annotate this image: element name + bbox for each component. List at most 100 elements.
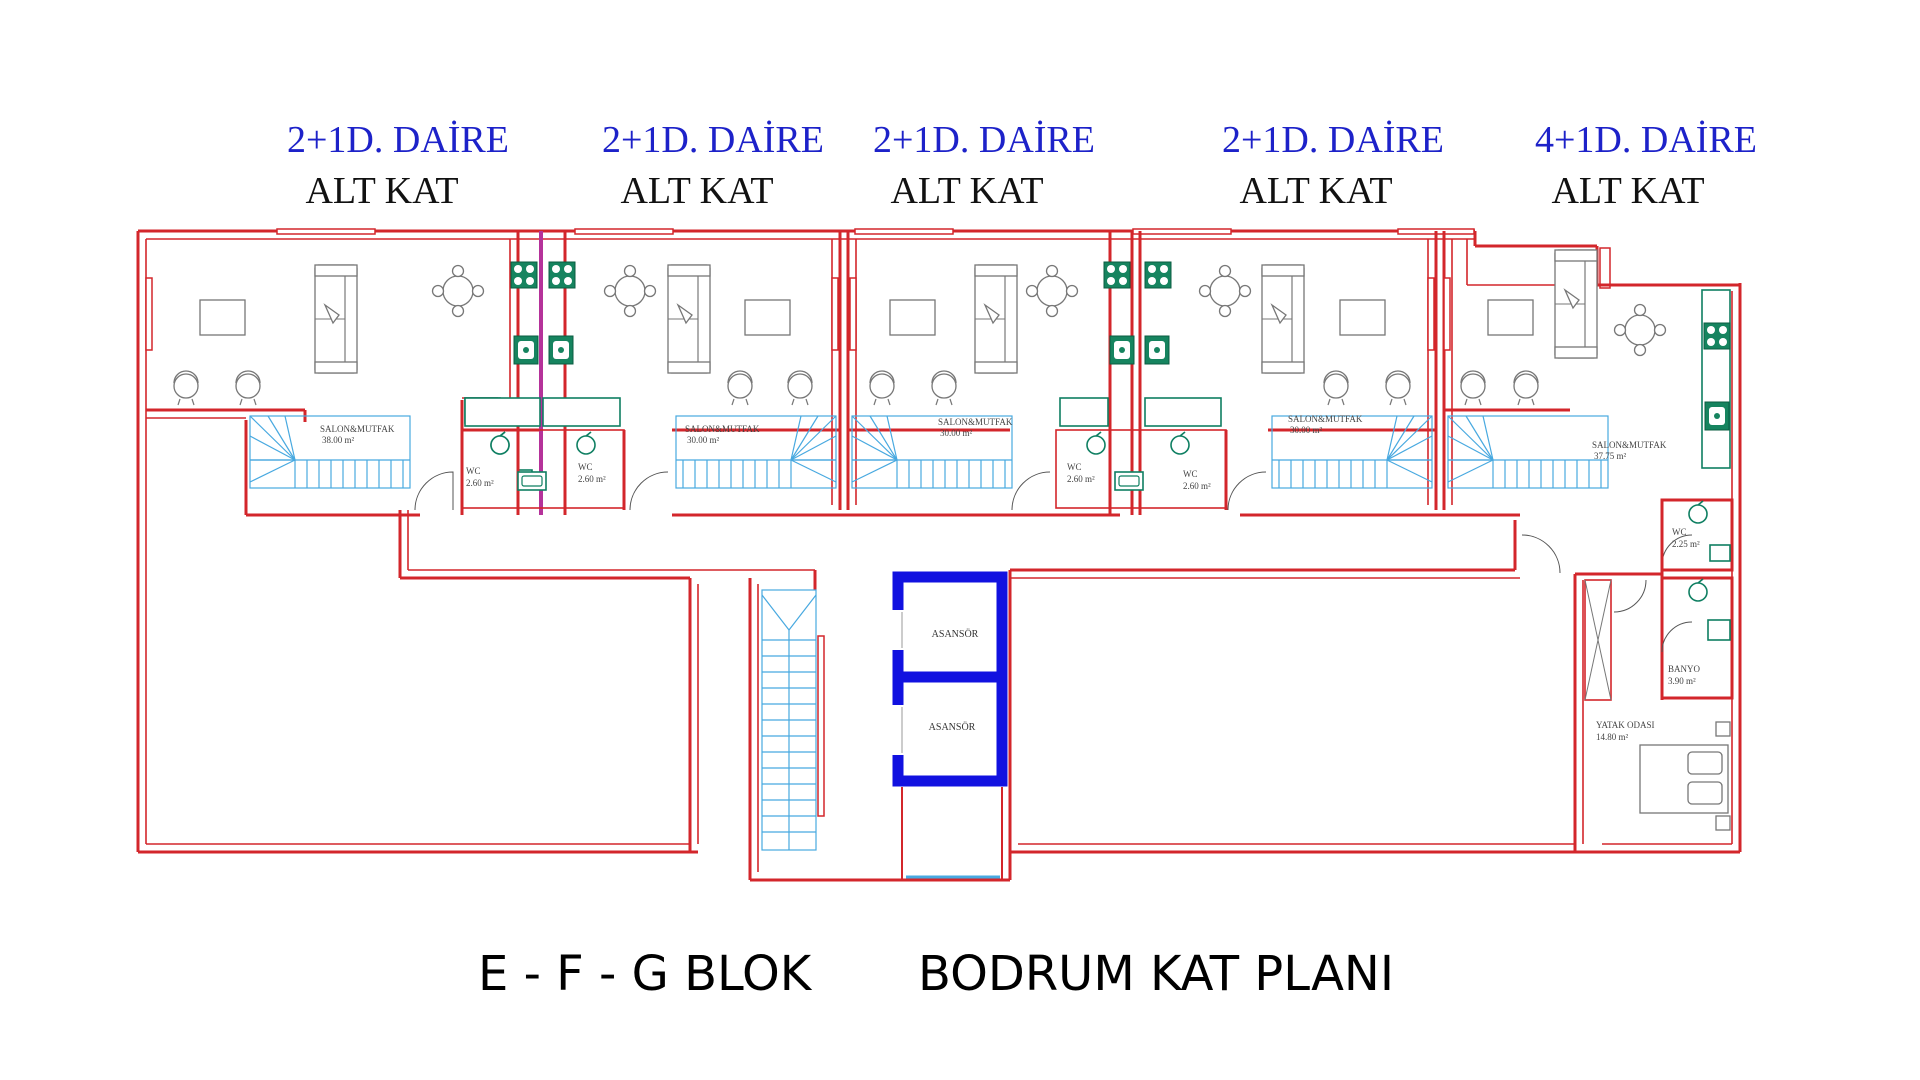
armchair-icon [1513, 370, 1539, 406]
salon-2-area: 30.00 m² [687, 435, 720, 445]
exterior-walls [136, 228, 1742, 854]
wc-4-name: WC [1183, 469, 1198, 479]
door-swing-icon [1521, 534, 1561, 574]
armchair-icon [787, 370, 813, 406]
stove-icon [1103, 261, 1131, 289]
armchair-icon [727, 370, 753, 406]
sofa-icon [1554, 249, 1598, 359]
toilet-icon [576, 431, 596, 455]
armchair-icon [1385, 370, 1411, 406]
yatak-area: 14.80 m² [1596, 732, 1629, 742]
toilet-icon [1688, 500, 1708, 524]
main-staircase [761, 589, 825, 851]
yatak-name: YATAK ODASI [1596, 720, 1655, 730]
toilet-icon [1170, 431, 1190, 455]
wc-1-area: 2.60 m² [466, 478, 494, 488]
drawing-title: E - F - G BLOK BODRUM KAT PLANI [478, 946, 1394, 1002]
wc-1-name: WC [466, 466, 481, 476]
door-swing-icon [629, 471, 669, 511]
wc-3-area: 2.60 m² [1067, 474, 1095, 484]
elevator-shafts: ASANSÖR ASANSÖR [892, 571, 1008, 880]
unit-2: SALON&MUTFAK 30.00 m² WC 2.60 m² [578, 231, 842, 511]
shared-kitchen-wall-2 [1055, 231, 1227, 515]
unit-5-type: 4+1D. DAİRE [1535, 119, 1757, 161]
sink-icon [548, 335, 574, 365]
unit-5: WC 2.25 m² BANYO 3.90 m² YATAK ODASI 14.… [1442, 231, 1734, 831]
unit-5-level: ALT KAT [1551, 170, 1704, 212]
unit-headers: 2+1D. DAİRE ALT KAT 2+1D. DAİRE ALT KAT … [287, 119, 1757, 212]
door-swing-icon [1227, 471, 1267, 511]
armchair-icon [173, 370, 199, 406]
armchair-icon [869, 370, 895, 406]
armchair-icon [235, 370, 261, 406]
unit-1-type: 2+1D. DAİRE [287, 119, 509, 161]
stove-icon [510, 261, 538, 289]
wc-4-area: 2.60 m² [1183, 481, 1211, 491]
sofa-icon [1261, 264, 1305, 374]
unit-1-level: ALT KAT [305, 170, 458, 212]
salon-5-name: SALON&MUTFAK [1592, 440, 1667, 450]
unit-4-level: ALT KAT [1239, 170, 1392, 212]
sink-icon [517, 471, 547, 491]
door-swing-icon [414, 471, 454, 511]
door-swing-icon [1011, 471, 1051, 511]
sink-icon [1709, 544, 1731, 562]
plan-title: BODRUM KAT PLANI [918, 946, 1394, 1002]
unit-3-level: ALT KAT [890, 170, 1043, 212]
elevator-1-label: ASANSÖR [932, 628, 979, 640]
sink-icon [513, 335, 539, 365]
dining-table-icon [1613, 303, 1667, 357]
coffee-table [199, 299, 246, 336]
wc-3-name: WC [1067, 462, 1082, 472]
salon-3-area: 30.00 m² [940, 428, 973, 438]
wc-5-area: 2.25 m² [1672, 539, 1700, 549]
unit-1: SALON&MUTFAK 38.00 m² WC 2.60 m² [173, 231, 540, 515]
sink-icon [1114, 471, 1144, 491]
sink-icon [1144, 335, 1170, 365]
unit-2-type: 2+1D. DAİRE [602, 119, 824, 161]
coffee-table [1339, 299, 1386, 336]
shared-kitchen-wall-1 [461, 231, 625, 515]
elevator-2-label: ASANSÖR [929, 721, 976, 733]
door-swing-icon [1661, 621, 1693, 653]
bed-icon [1639, 721, 1731, 831]
stove-icon [548, 261, 576, 289]
dining-table-icon [603, 264, 657, 318]
unit-4: SALON&MUTFAK 30.00 m² WC 2.60 m² [1183, 231, 1438, 511]
sofa-icon [667, 264, 711, 374]
dining-table-icon [1025, 264, 1079, 318]
salon-4-name: SALON&MUTFAK [1288, 414, 1363, 424]
banyo-name: BANYO [1668, 664, 1701, 674]
wc-2-name: WC [578, 462, 593, 472]
sofa-icon [314, 264, 358, 374]
salon-1-area: 38.00 m² [322, 435, 355, 445]
salon-5-area: 37.75 m² [1594, 451, 1627, 461]
toilet-icon [1688, 578, 1708, 602]
coffee-table [1487, 299, 1534, 336]
unit-3: SALON&MUTFAK 30.00 m² WC 2.60 m² [846, 231, 1095, 511]
central-core: ASANSÖR ASANSÖR [398, 510, 1520, 882]
sofa-icon [974, 264, 1018, 374]
armchair-icon [1323, 370, 1349, 406]
wc-2-area: 2.60 m² [578, 474, 606, 484]
coffee-table [889, 299, 936, 336]
salon-4-area: 30.00 m² [1290, 425, 1323, 435]
armchair-icon [1460, 370, 1486, 406]
coffee-table [744, 299, 791, 336]
toilet-icon [1086, 431, 1106, 455]
salon-2-name: SALON&MUTFAK [685, 424, 760, 434]
stove-icon [1144, 261, 1172, 289]
block-label: E - F - G BLOK [478, 946, 813, 1002]
sink-icon [1707, 619, 1731, 641]
unit-4-type: 2+1D. DAİRE [1222, 119, 1444, 161]
unit-5-stair [1447, 415, 1609, 489]
wc-5-name: WC [1672, 527, 1687, 537]
dining-table-icon [431, 264, 485, 318]
door-swing-icon [1613, 579, 1647, 613]
dining-table-icon [1198, 264, 1252, 318]
salon-3-name: SALON&MUTFAK [938, 417, 1013, 427]
armchair-icon [931, 370, 957, 406]
salon-1-name: SALON&MUTFAK [320, 424, 395, 434]
unit-3-type: 2+1D. DAİRE [873, 119, 1095, 161]
